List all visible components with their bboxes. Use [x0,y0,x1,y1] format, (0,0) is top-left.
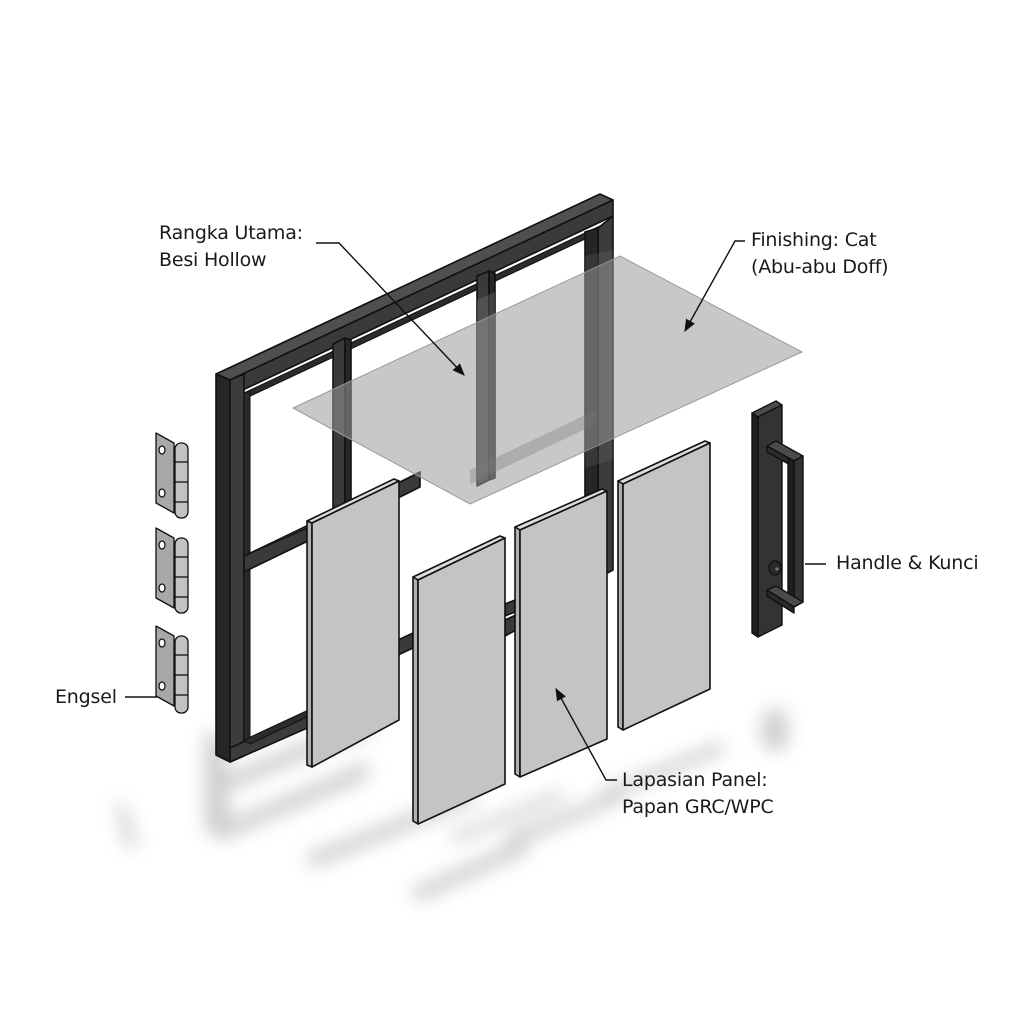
leader-panels [555,687,617,781]
label-handle: Handle & Kunci [836,550,979,577]
label-handle-line1: Handle & Kunci [836,552,979,574]
hinge-3 [155,625,189,714]
label-frame-line1: Rangka Utama: [159,222,303,244]
panel-4 [617,440,711,731]
hinge-1 [155,432,189,519]
label-panels-line2: Papan GRC/WPC [622,796,774,818]
hinges [155,432,189,714]
panel-2 [412,535,506,825]
label-finishing-line1: Finishing: Cat [751,229,877,251]
leader-lines [125,240,826,781]
cladding-panels [306,440,711,825]
leader-finishing [684,240,745,333]
label-panels: Lapasian Panel: Papan GRC/WPC [622,767,774,821]
label-frame: Rangka Utama: Besi Hollow [159,220,303,274]
label-hinges: Engsel [55,684,117,711]
label-frame-line2: Besi Hollow [159,249,267,271]
label-finishing-line2: (Abu-abu Doff) [751,256,889,278]
label-hinges-line1: Engsel [55,686,117,708]
hinge-2 [155,527,189,614]
handle-and-lock [751,400,804,638]
finishing-paint-sheet [291,250,804,505]
panel-3 [514,488,608,778]
label-finishing: Finishing: Cat (Abu-abu Doff) [751,227,889,281]
label-panels-line1: Lapasian Panel: [622,769,768,791]
leader-frame [316,242,465,376]
panel-1 [306,478,400,768]
